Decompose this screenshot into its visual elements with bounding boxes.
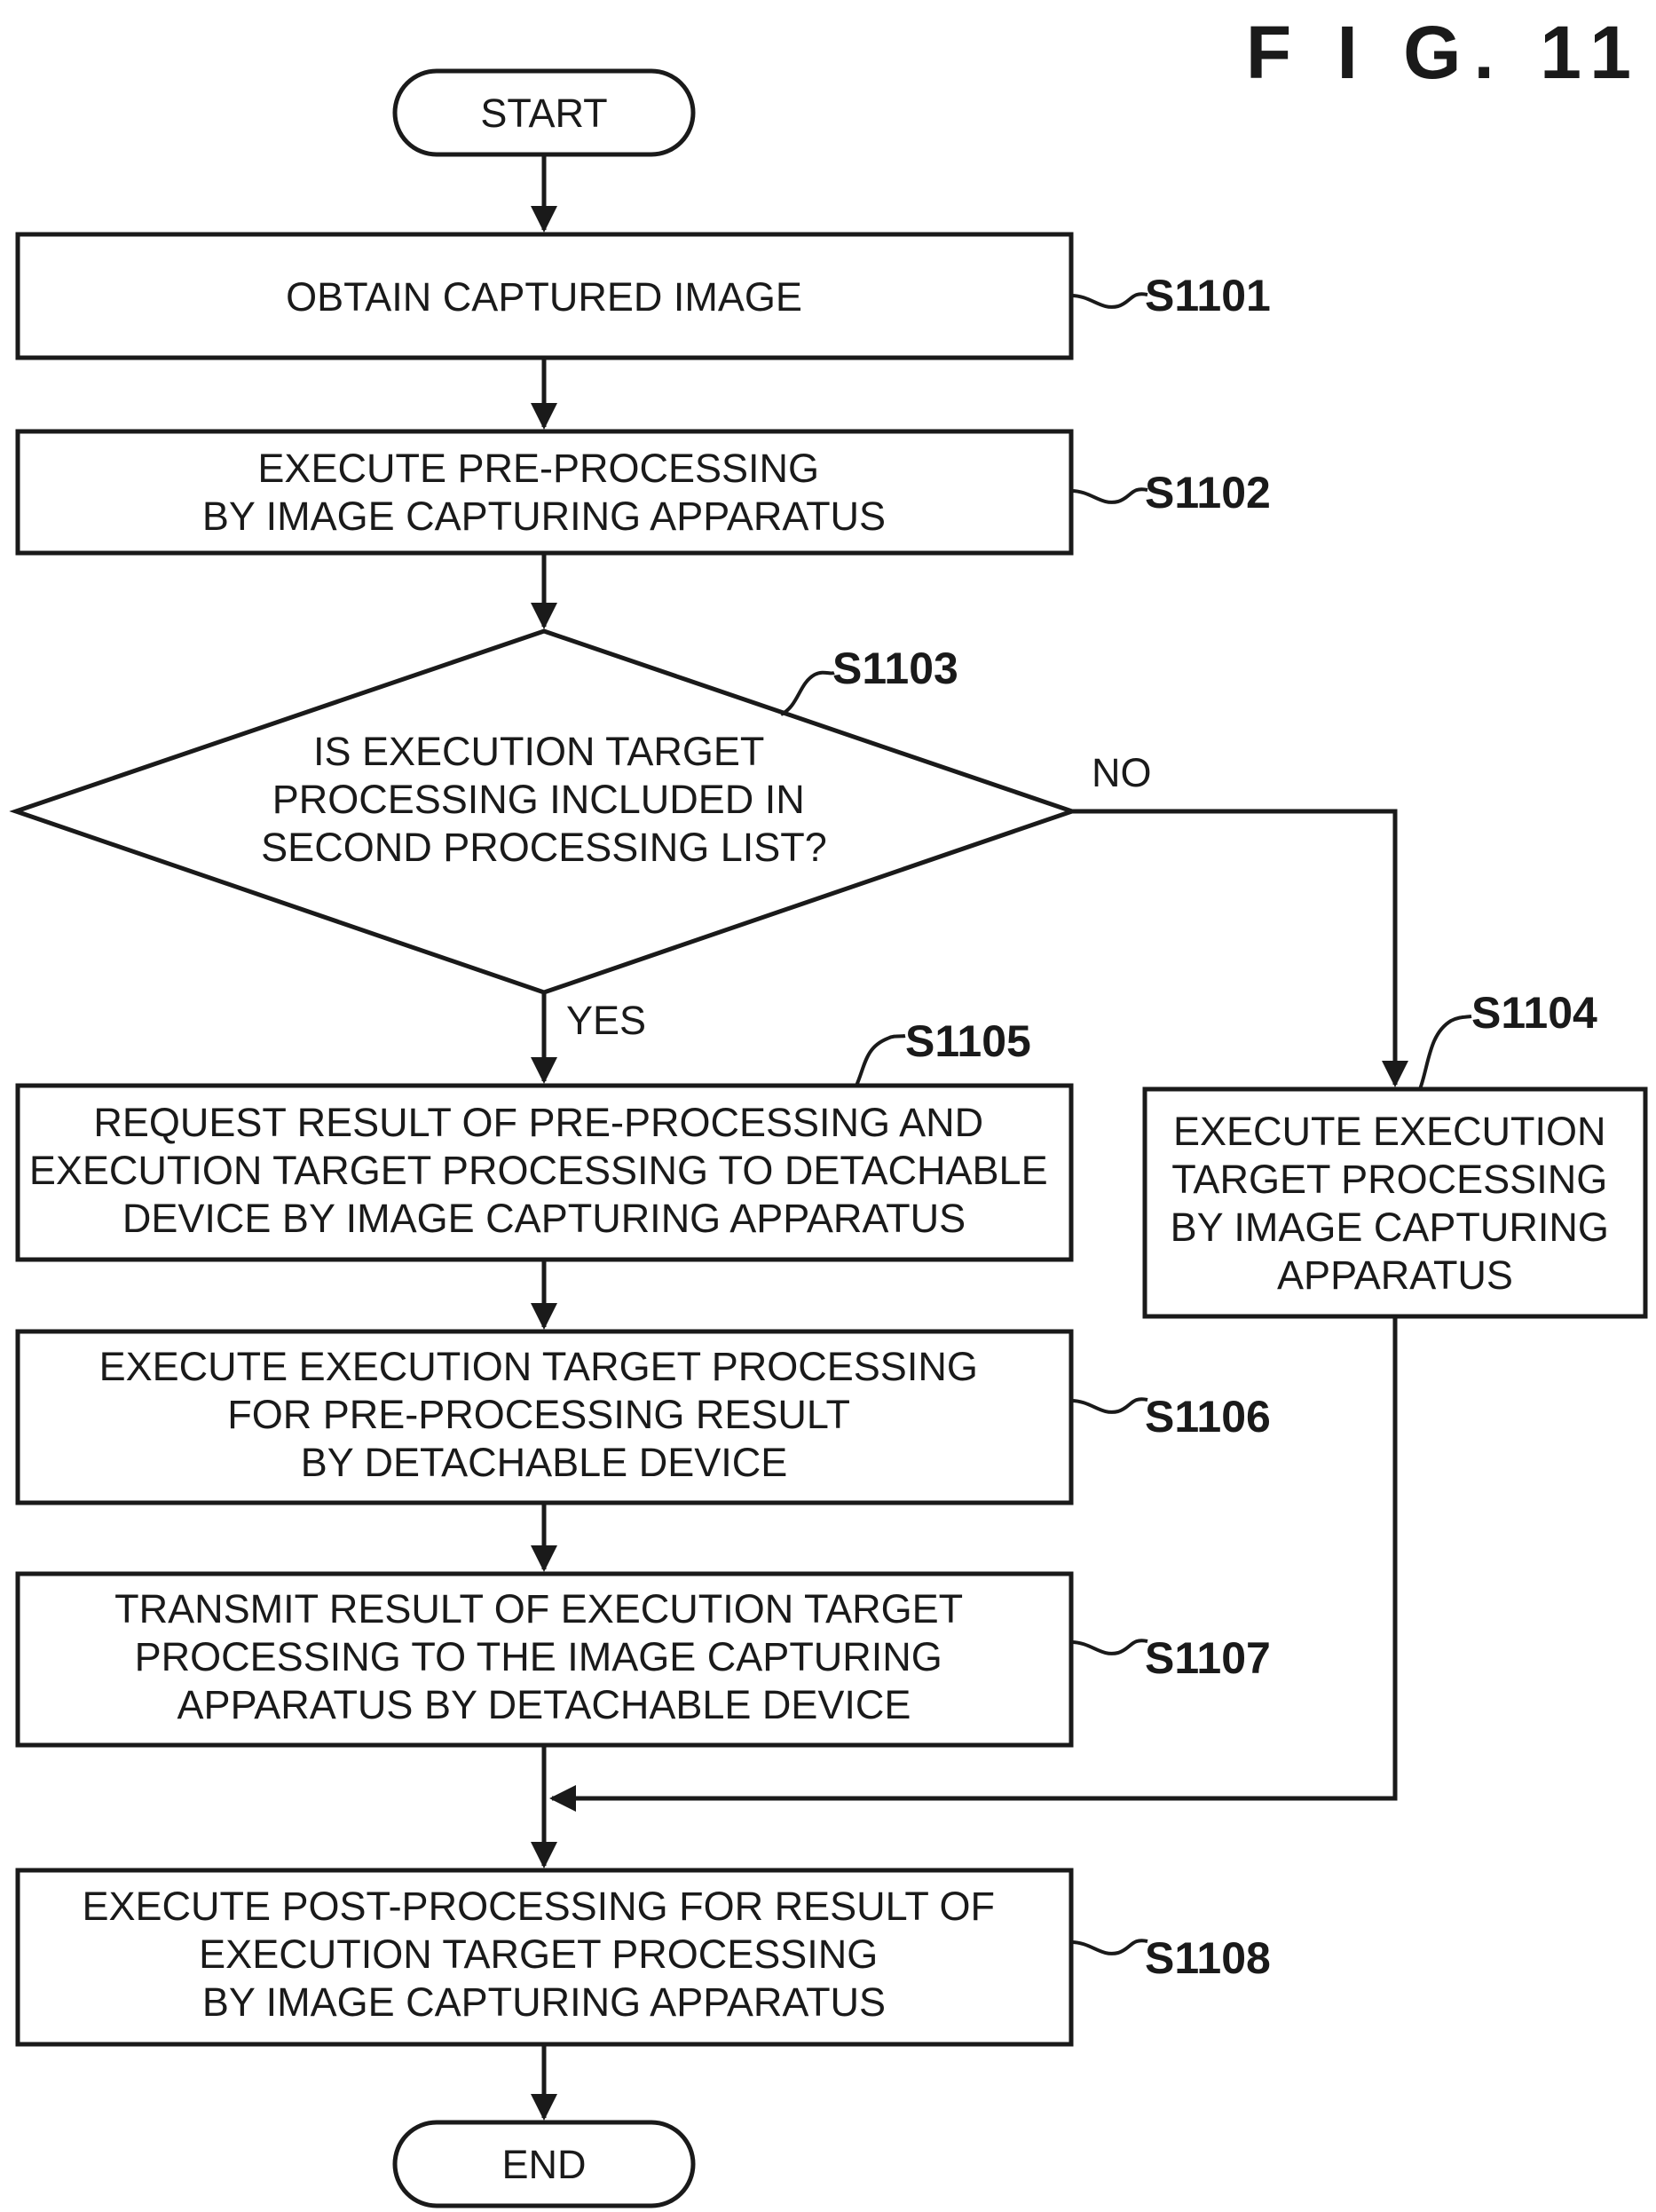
step-text-line: TARGET PROCESSING: [1171, 1157, 1607, 1202]
step-id-s1104: S1104: [1471, 988, 1597, 1038]
step-text-s1101: OBTAIN CAPTURED IMAGE: [286, 274, 802, 320]
connector-no-branch: [1072, 811, 1395, 1085]
leader-s1104: [1420, 1016, 1471, 1089]
step-text-line: OBTAIN CAPTURED IMAGE: [286, 274, 802, 320]
step-text-line: EXECUTE EXECUTION TARGET PROCESSING: [99, 1344, 978, 1389]
step-text-line: EXECUTE EXECUTION: [1173, 1109, 1606, 1154]
decision-text-line: IS EXECUTION TARGET: [313, 729, 764, 774]
step-text-line: PROCESSING TO THE IMAGE CAPTURING: [135, 1634, 942, 1679]
step-text-line: BY IMAGE CAPTURING APPARATUS: [202, 494, 886, 539]
step-text-line: APPARATUS: [1277, 1252, 1513, 1298]
decision-text-s1103: IS EXECUTION TARGET PROCESSING INCLUDED …: [261, 729, 827, 870]
step-id-s1108: S1108: [1145, 1933, 1271, 1983]
step-id-s1101: S1101: [1145, 271, 1271, 320]
step-text-s1105: REQUEST RESULT OF PRE-PROCESSING AND EXE…: [29, 1100, 1059, 1241]
step-text-line: BY IMAGE CAPTURING APPARATUS: [202, 1979, 886, 2025]
leader-s1106: [1071, 1399, 1147, 1412]
branch-label-yes: YES: [566, 998, 646, 1043]
leader-s1102: [1071, 489, 1147, 502]
step-text-line: BY DETACHABLE DEVICE: [301, 1440, 788, 1485]
step-text-s1108: EXECUTE POST-PROCESSING FOR RESULT OF EX…: [82, 1884, 1005, 2025]
decision-text-line: PROCESSING INCLUDED IN: [272, 777, 805, 822]
step-text-line: REQUEST RESULT OF PRE-PROCESSING AND: [93, 1100, 983, 1145]
leader-s1101: [1071, 294, 1147, 307]
step-text-line: TRANSMIT RESULT OF EXECUTION TARGET: [114, 1586, 962, 1631]
step-text-line: APPARATUS BY DETACHABLE DEVICE: [177, 1682, 911, 1727]
leader-s1103: [781, 673, 834, 715]
figure-label: F I G. 11: [1246, 11, 1644, 94]
step-id-s1106: S1106: [1145, 1392, 1271, 1442]
leader-s1105: [856, 1036, 905, 1086]
step-text-line: EXECUTION TARGET PROCESSING TO DETACHABL…: [29, 1148, 1048, 1193]
decision-text-line: SECOND PROCESSING LIST?: [261, 825, 827, 870]
step-id-s1105: S1105: [905, 1016, 1031, 1066]
step-id-s1103: S1103: [832, 644, 958, 693]
step-text-s1107: TRANSMIT RESULT OF EXECUTION TARGET PROC…: [114, 1586, 974, 1727]
step-text-line: DEVICE BY IMAGE CAPTURING APPARATUS: [122, 1196, 966, 1241]
start-label: START: [480, 91, 607, 136]
step-text-line: EXECUTE POST-PROCESSING FOR RESULT OF: [82, 1884, 995, 1929]
branch-label-no: NO: [1092, 750, 1152, 795]
step-text-line: EXECUTE PRE-PROCESSING: [257, 446, 819, 491]
step-text-line: BY IMAGE CAPTURING: [1171, 1205, 1609, 1250]
step-text-line: EXECUTION TARGET PROCESSING: [199, 1932, 878, 1977]
leader-s1107: [1071, 1640, 1147, 1654]
leader-s1108: [1071, 1940, 1147, 1954]
step-text-line: FOR PRE-PROCESSING RESULT: [227, 1392, 849, 1437]
end-label: END: [501, 2142, 586, 2187]
step-id-s1107: S1107: [1145, 1633, 1271, 1683]
step-id-s1102: S1102: [1145, 468, 1271, 517]
